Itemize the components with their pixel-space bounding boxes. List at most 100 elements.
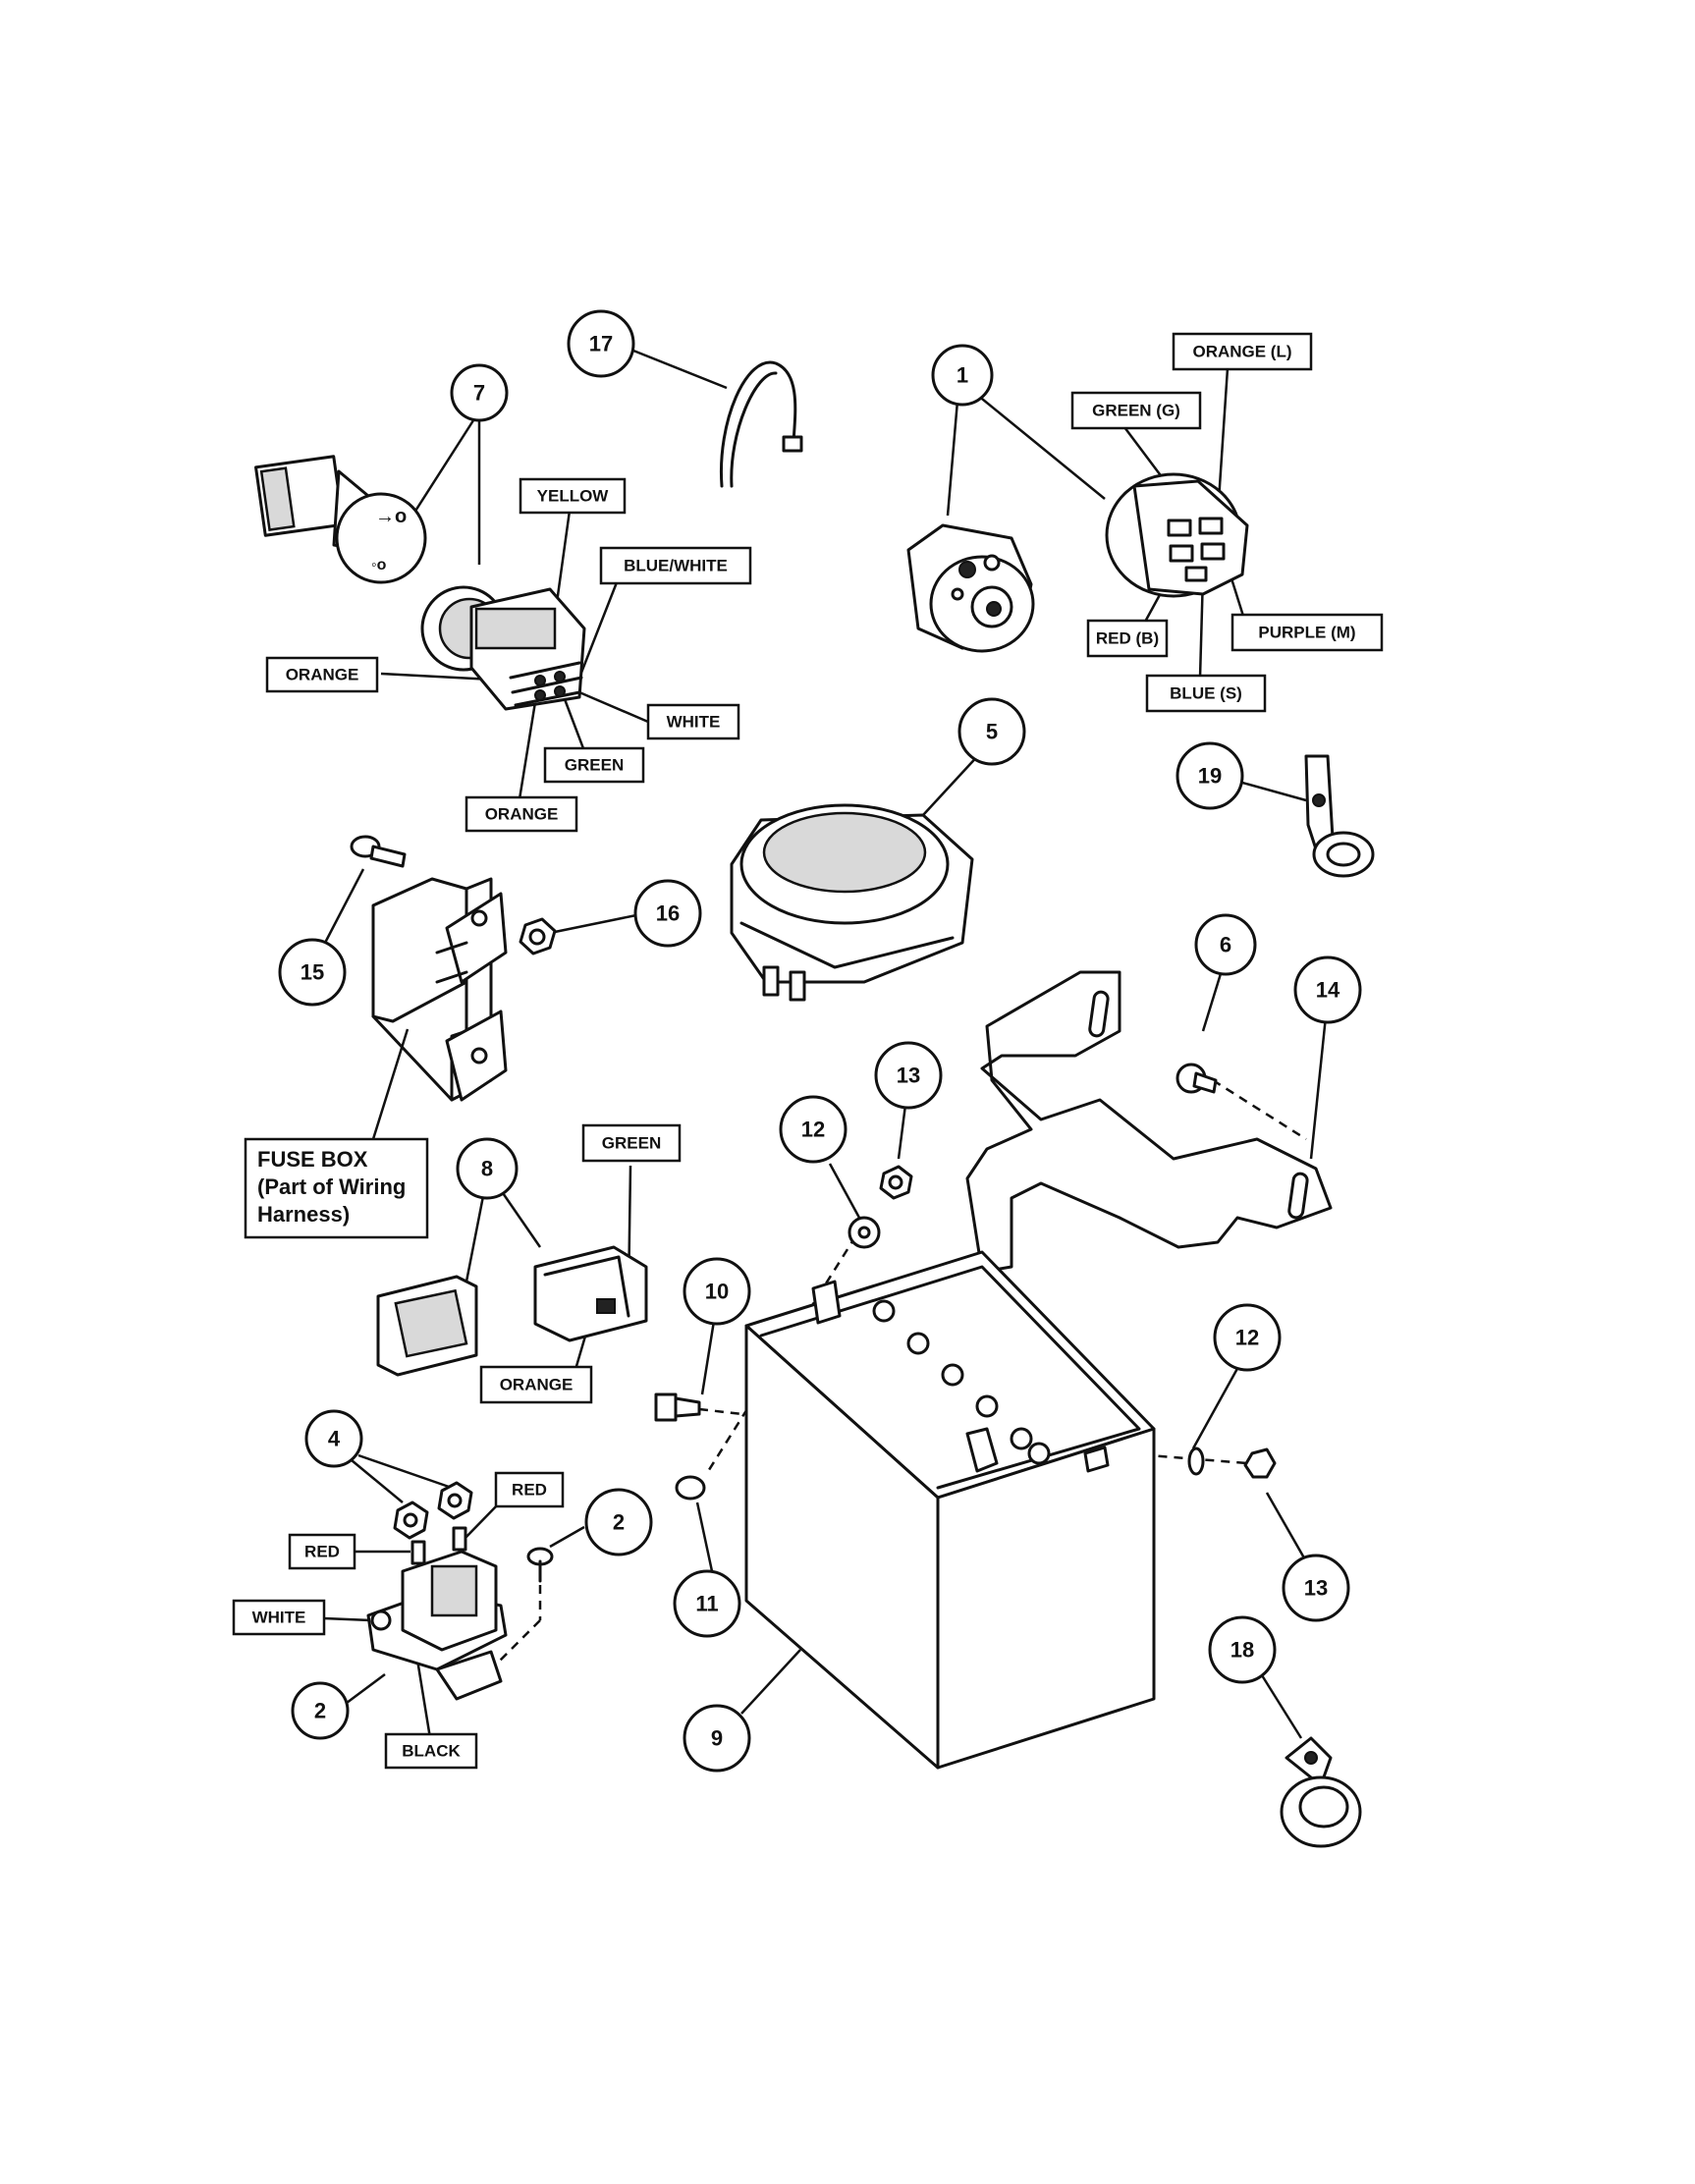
svg-text:RED (B): RED (B): [1096, 629, 1159, 648]
wire-label-blue-s: BLUE (S): [1145, 674, 1267, 713]
svg-text:FUSE BOX: FUSE BOX: [257, 1147, 368, 1172]
part-10-battery: [744, 1250, 1156, 1770]
svg-text:8: 8: [481, 1157, 493, 1181]
svg-text:PURPLE (M): PURPLE (M): [1258, 624, 1355, 642]
callout-10: 9: [683, 1704, 751, 1773]
svg-text:18: 18: [1230, 1638, 1254, 1663]
wire-label-green-g: GREEN (G): [1070, 391, 1202, 430]
svg-text:→ᴏ: →ᴏ: [375, 506, 407, 527]
svg-text:12: 12: [1235, 1326, 1259, 1350]
svg-text:WHITE: WHITE: [667, 713, 721, 732]
wire-label-orange-a: ORANGE: [265, 656, 379, 693]
svg-text:RED: RED: [512, 1481, 547, 1500]
wire-label-white-b: WHITE: [232, 1599, 326, 1636]
svg-text:5: 5: [986, 720, 998, 744]
fuse-box-note: FUSE BOX (Part of Wiring Harness): [244, 1137, 429, 1239]
callout-14: 14: [1293, 956, 1362, 1024]
svg-text:GREEN: GREEN: [602, 1134, 661, 1153]
callout-6: 4: [304, 1409, 363, 1468]
part-13-nut-right: [1243, 1447, 1277, 1479]
callout-2: 2: [291, 1681, 350, 1740]
part-8-pto-switch: →ᴏ ◦ᴏ: [254, 455, 586, 711]
callout-5: 5: [957, 697, 1026, 766]
part-1-ignition-switch-front: [906, 523, 1035, 653]
svg-text:GREEN: GREEN: [565, 756, 624, 775]
svg-text:ORANGE: ORANGE: [485, 805, 559, 824]
part-4-screw: [526, 1547, 554, 1583]
svg-text:19: 19: [1198, 764, 1222, 789]
wire-label-green-a: GREEN: [543, 746, 645, 784]
callout-7: 6: [1194, 913, 1257, 976]
callout-4: 2: [584, 1488, 653, 1556]
wire-label-purple-m: PURPLE (M): [1230, 613, 1384, 652]
fuse-box-body: [371, 877, 508, 1102]
svg-text:9: 9: [711, 1726, 723, 1751]
wire-label-red-b: RED (B): [1086, 619, 1169, 658]
callout-11-top: 10: [683, 1257, 751, 1326]
part-14-bracket: [965, 970, 1333, 1274]
part-12-washer-right: [1187, 1447, 1205, 1476]
part-13-nut-top: [879, 1165, 913, 1200]
leader-lines: [322, 347, 1328, 1739]
svg-text:Harness): Harness): [257, 1202, 350, 1227]
part-18-clamp: [1280, 1736, 1362, 1848]
callout-17: 17: [567, 309, 635, 378]
svg-text:15: 15: [301, 960, 324, 985]
callout-16: 16: [633, 879, 702, 948]
svg-text:6: 6: [1220, 933, 1231, 957]
callout-13-right: 13: [1282, 1554, 1350, 1622]
callout-12-top: 12: [779, 1095, 848, 1164]
part-9-switch: [376, 1245, 648, 1377]
callout-15: 15: [278, 938, 347, 1007]
wire-label-orange-b: ORANGE: [465, 795, 578, 833]
svg-text:BLUE (S): BLUE (S): [1170, 684, 1242, 703]
svg-text:(Part of Wiring: (Part of Wiring: [257, 1174, 406, 1199]
callout-8: 7: [450, 363, 509, 422]
wire-label-red-a: RED: [494, 1471, 565, 1508]
svg-text:13: 13: [897, 1064, 920, 1088]
callout-11-bottom: 11: [673, 1569, 741, 1638]
callout-1: 1: [931, 344, 994, 407]
part-11-bolt-bottom: [675, 1475, 706, 1501]
svg-text:ORANGE: ORANGE: [286, 666, 359, 684]
part-7-bolt: [1176, 1063, 1218, 1094]
callout-12-right: 12: [1213, 1303, 1282, 1372]
svg-text:4: 4: [328, 1427, 341, 1451]
svg-text:BLACK: BLACK: [402, 1742, 461, 1761]
svg-text:17: 17: [589, 332, 613, 356]
part-15-bolt: [350, 835, 407, 868]
svg-text:7: 7: [473, 381, 485, 406]
svg-text:ORANGE (L): ORANGE (L): [1192, 343, 1291, 361]
svg-text:◦ᴏ: ◦ᴏ: [371, 557, 387, 573]
wire-label-red-b2: RED: [288, 1533, 356, 1570]
part-5-round-unit: [730, 803, 974, 1002]
wire-label-orange-c: ORANGE: [479, 1365, 593, 1404]
wire-label-black: BLACK: [384, 1732, 478, 1770]
part-6-nuts: [393, 1481, 473, 1540]
svg-text:RED: RED: [304, 1543, 340, 1561]
callout-13-top: 13: [874, 1041, 943, 1110]
svg-text:10: 10: [705, 1280, 729, 1304]
part-11-bolt-top: [654, 1392, 701, 1422]
part-16-nut: [519, 917, 557, 956]
svg-text:11: 11: [695, 1592, 718, 1616]
svg-text:14: 14: [1316, 978, 1340, 1003]
part-17-wire-lead: [719, 360, 803, 488]
wire-label-yellow: YELLOW: [519, 477, 627, 515]
wire-label-green-b: GREEN: [581, 1123, 682, 1163]
svg-text:2: 2: [613, 1510, 625, 1535]
wire-label-orange-l: ORANGE (L): [1172, 332, 1313, 371]
svg-text:12: 12: [801, 1118, 825, 1142]
wire-label-blue-white: BLUE/WHITE: [599, 546, 752, 585]
part-12-washer-top: [848, 1216, 881, 1249]
svg-text:16: 16: [656, 901, 680, 926]
callout-18: 18: [1208, 1615, 1277, 1684]
wire-label-white-a: WHITE: [646, 703, 740, 740]
part-2-solenoid: [366, 1526, 508, 1701]
svg-text:GREEN (G): GREEN (G): [1092, 402, 1180, 420]
svg-text:BLUE/WHITE: BLUE/WHITE: [624, 557, 728, 575]
part-19-clamp: [1304, 754, 1375, 878]
svg-text:ORANGE: ORANGE: [500, 1376, 574, 1394]
svg-text:WHITE: WHITE: [252, 1609, 306, 1627]
